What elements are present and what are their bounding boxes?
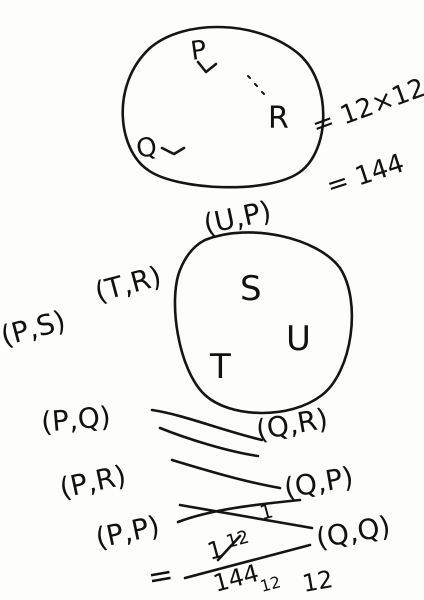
point-t-label: T [209, 347, 231, 387]
result-equals: = [145, 557, 176, 596]
pair-qr: (Q,R) [253, 402, 330, 447]
pair-qq: (Q,Q) [313, 509, 392, 554]
mark-dots [247, 75, 265, 95]
pair-pp: (P,P) [93, 509, 163, 555]
point-r-label: R [268, 101, 289, 136]
mark-p [196, 60, 218, 74]
fraction-bar [183, 543, 312, 580]
cancel-stroke [216, 534, 242, 562]
pair-pr: (P,R) [57, 459, 129, 505]
calc-line-2: = 144 [323, 149, 408, 202]
result-simplified: 12 [300, 565, 335, 596]
connector-line-4 [178, 503, 314, 530]
pair-pq: (P,Q) [40, 400, 112, 439]
point-q-label: Q [134, 132, 159, 165]
top-circle [121, 25, 325, 189]
connector-line-1 [150, 408, 264, 442]
result-denominator: 144 [210, 559, 261, 596]
bottom-circle [173, 231, 354, 415]
mark-q [160, 146, 186, 156]
pair-qp: (Q,P) [281, 460, 355, 505]
calc-line-1: = 12×12 [308, 73, 424, 142]
pair-ps: (P,S) [0, 304, 69, 353]
point-u-label: U [286, 319, 311, 359]
result-cancel-top: 12 [224, 527, 252, 553]
connector-line-5 [176, 498, 302, 524]
result-annotation: 1 [257, 498, 276, 524]
connector-line-3 [170, 458, 282, 490]
result-numerator: 1 [204, 535, 226, 566]
connector-line-2 [158, 426, 260, 458]
pair-tr: (T,R) [91, 259, 165, 308]
result-cancel-bottom: 12 [258, 572, 283, 596]
point-s-label: S [240, 269, 262, 309]
point-p-label: P [189, 35, 209, 67]
